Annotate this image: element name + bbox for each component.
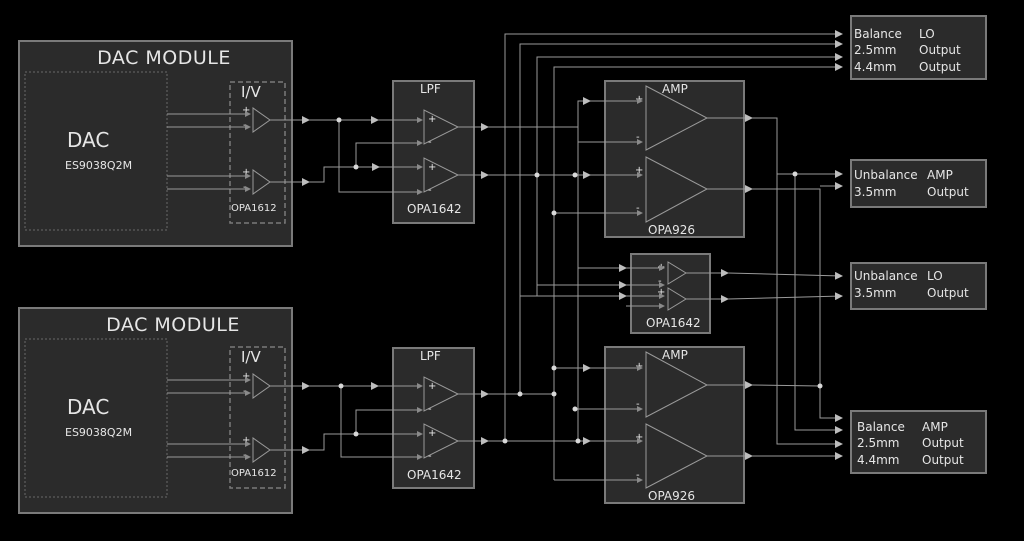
amp-part-number: OPA926 xyxy=(648,489,695,503)
dac-module-title: DAC MODULE xyxy=(106,314,240,336)
iv-label: I/V xyxy=(241,348,261,366)
output-balance-amp: Balance AMP 2.5mm Output 4.4mm Output xyxy=(850,410,987,474)
svg-text:+: + xyxy=(635,432,643,443)
iv-opamp-2 xyxy=(252,169,271,195)
svg-text:+: + xyxy=(428,381,436,392)
svg-text:Output: Output xyxy=(922,453,964,467)
dac-chip-frame xyxy=(24,338,168,498)
iv-opamp-1 xyxy=(252,107,271,133)
lpf-part-number: OPA1642 xyxy=(407,468,462,482)
svg-text:+: + xyxy=(635,361,643,372)
lpf-label: LPF xyxy=(420,349,441,363)
svg-text:+: + xyxy=(242,371,250,382)
svg-text:-: - xyxy=(428,451,432,462)
amp-part-number: OPA926 xyxy=(648,223,695,237)
dac-chip-frame xyxy=(24,71,168,231)
dac-part-number: ES9038Q2M xyxy=(65,159,132,172)
svg-text:Balance: Balance xyxy=(854,27,902,41)
dac-module-bottom: DAC MODULE DAC ES9038Q2M I/V OPA1612 + -… xyxy=(18,307,293,514)
svg-text:+: + xyxy=(242,435,250,446)
amp-label: AMP xyxy=(662,348,688,362)
svg-text:-: - xyxy=(428,137,432,148)
svg-text:Unbalance: Unbalance xyxy=(854,168,918,182)
svg-text:Output: Output xyxy=(919,60,961,74)
amp-label: AMP xyxy=(662,82,688,96)
svg-text:2.5mm: 2.5mm xyxy=(857,436,899,450)
iv-stage-frame xyxy=(229,346,286,489)
dac-chip-label: DAC xyxy=(67,128,109,152)
svg-text:-: - xyxy=(636,203,640,214)
iv-part-number: OPA1612 xyxy=(231,203,277,214)
svg-text:Output: Output xyxy=(927,185,969,199)
svg-text:3.5mm: 3.5mm xyxy=(854,185,896,199)
svg-text:AMP: AMP xyxy=(922,420,948,434)
svg-text:Output: Output xyxy=(922,436,964,450)
svg-text:4.4mm: 4.4mm xyxy=(854,60,896,74)
dac-part-number: ES9038Q2M xyxy=(65,426,132,439)
svg-text:AMP: AMP xyxy=(927,168,953,182)
svg-text:-: - xyxy=(243,120,247,131)
svg-text:Unbalance: Unbalance xyxy=(854,269,918,283)
svg-text:+: + xyxy=(635,94,643,105)
lpf-top: LPF OPA1642 + - + - xyxy=(392,80,475,224)
svg-text:-: - xyxy=(636,132,640,143)
output-balance-lo: Balance LO 2.5mm Output 4.4mm Output xyxy=(850,15,987,80)
svg-text:+: + xyxy=(428,114,436,125)
svg-text:LO: LO xyxy=(927,269,943,283)
amp-top: AMP OPA926 + - + - xyxy=(604,80,745,238)
svg-text:-: - xyxy=(428,404,432,415)
output-unbalance-amp: Unbalance AMP 3.5mm Output xyxy=(850,159,987,208)
svg-text:+: + xyxy=(635,165,643,176)
svg-text:-: - xyxy=(243,386,247,397)
svg-text:+: + xyxy=(428,162,436,173)
signal-wiring xyxy=(270,30,843,483)
svg-text:LO: LO xyxy=(919,27,935,41)
svg-text:-: - xyxy=(243,450,247,461)
svg-text:+: + xyxy=(242,167,250,178)
svg-text:-: - xyxy=(636,399,640,410)
dac-chip-label: DAC xyxy=(67,395,109,419)
svg-text:-: - xyxy=(658,276,662,287)
iv-opamp-4 xyxy=(252,437,271,463)
svg-text:-: - xyxy=(243,182,247,193)
iv-part-number: OPA1612 xyxy=(231,468,277,479)
lpf-bottom: LPF OPA1642 + - + - xyxy=(392,347,475,489)
svg-text:+: + xyxy=(657,287,665,298)
iv-opamp-3 xyxy=(252,373,271,399)
svg-text:+: + xyxy=(242,105,250,116)
svg-text:Output: Output xyxy=(927,286,969,300)
buffer-opa1642: OPA1642 + - + - xyxy=(630,253,711,334)
svg-text:Balance: Balance xyxy=(857,420,905,434)
svg-text:2.5mm: 2.5mm xyxy=(854,43,896,57)
iv-label: I/V xyxy=(241,83,261,101)
svg-text:3.5mm: 3.5mm xyxy=(854,286,896,300)
dac-module-title: DAC MODULE xyxy=(97,47,231,69)
lpf-label: LPF xyxy=(420,82,441,96)
svg-text:Output: Output xyxy=(919,43,961,57)
lpf-part-number: OPA1642 xyxy=(407,202,462,216)
svg-text:+: + xyxy=(428,428,436,439)
dac-module-top: DAC MODULE DAC ES9038Q2M I/V OPA1612 + -… xyxy=(18,40,293,247)
svg-text:-: - xyxy=(636,470,640,481)
svg-text:4.4mm: 4.4mm xyxy=(857,453,899,467)
buffer-part-number: OPA1642 xyxy=(646,316,701,330)
output-unbalance-lo: Unbalance LO 3.5mm Output xyxy=(850,262,987,310)
svg-text:-: - xyxy=(428,185,432,196)
iv-stage-frame xyxy=(229,81,286,224)
